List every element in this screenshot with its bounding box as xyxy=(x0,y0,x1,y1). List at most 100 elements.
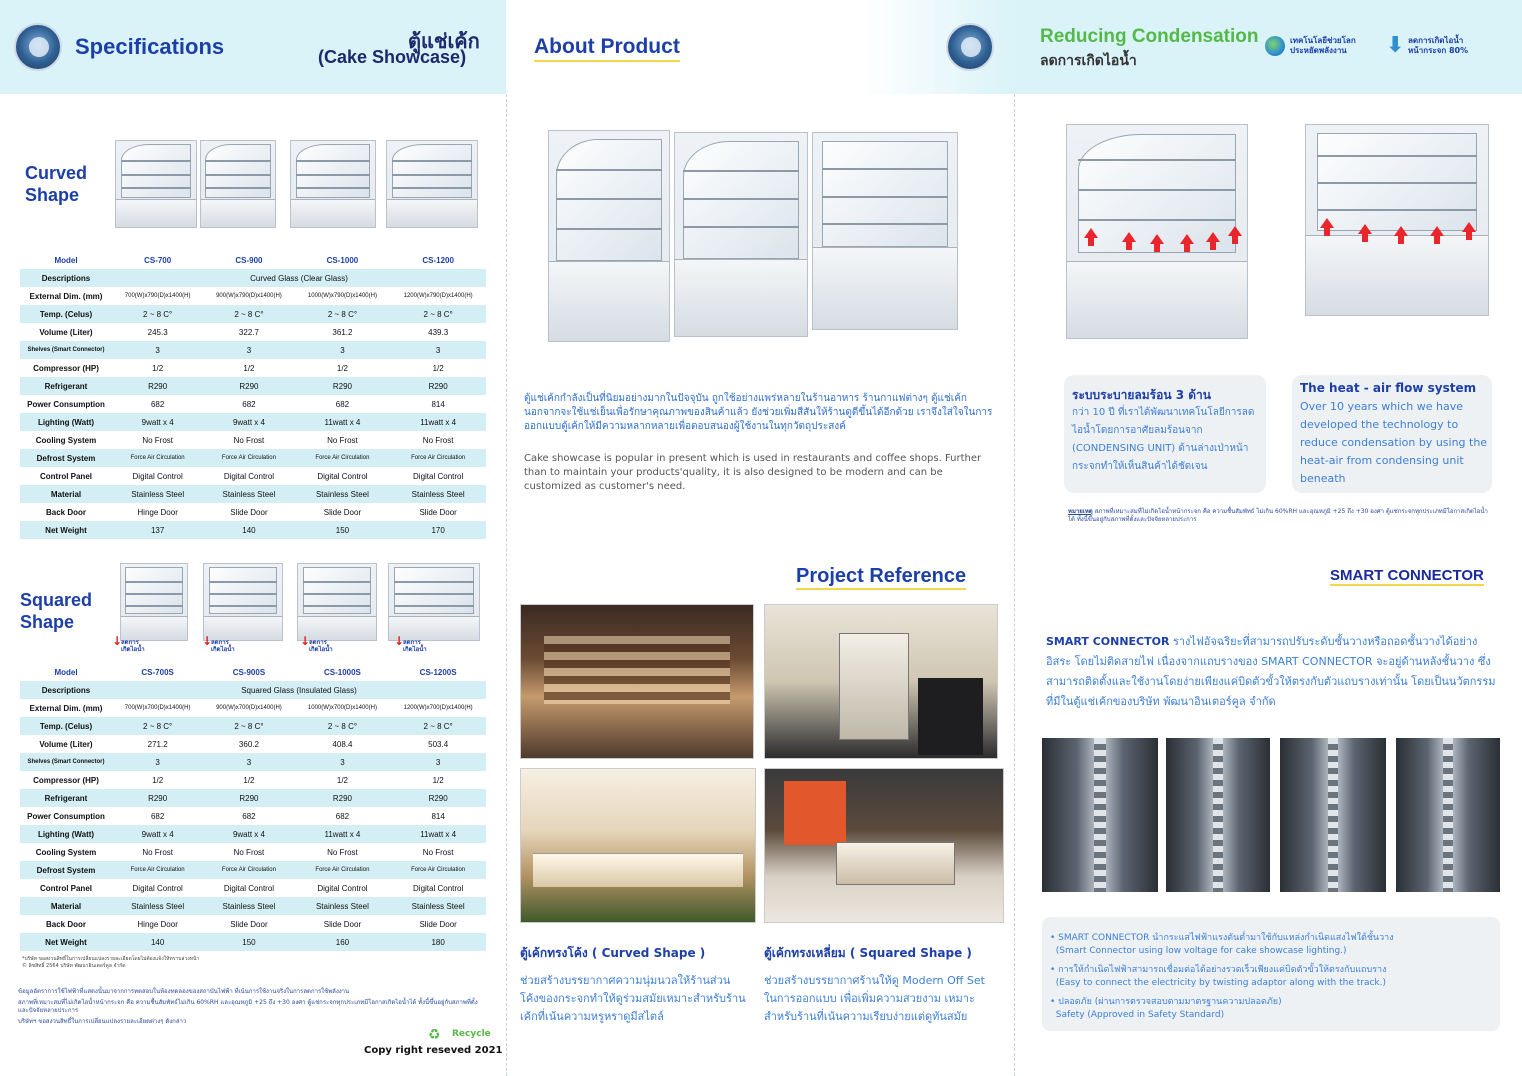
table-cell: Digital Control xyxy=(112,879,204,897)
curved-spec-table: Model CS-700 CS-900 CS-1000 CS-1200 Desc… xyxy=(20,251,486,539)
table-cell: Stainless Steel xyxy=(112,897,204,915)
table-cell: Slide Door xyxy=(203,503,295,521)
table-cell: 2 ~ 8 C° xyxy=(294,717,391,735)
smart-connector-photo xyxy=(1166,738,1270,892)
table-cell: 140 xyxy=(203,521,295,539)
table-cell: 3 xyxy=(203,753,295,771)
panel-divider xyxy=(1014,94,1015,1076)
airflow-arrow-icon xyxy=(1122,232,1136,250)
row-label: Cooling System xyxy=(20,431,112,449)
table-cell: 700(W)x700(D)x1400(H) xyxy=(112,699,204,717)
row-label: Cooling System xyxy=(20,843,112,861)
pataka-logo xyxy=(14,23,62,71)
table-cell: 3 xyxy=(203,341,295,359)
bullet-notes: ข้อมูลอัตราการใช้ไฟฟ้าที่แสดงนั้นมาจากกา… xyxy=(18,988,478,1025)
recycle-icon: ♻ xyxy=(428,1027,441,1043)
row-label: Descriptions xyxy=(20,269,112,287)
table-cell: 150 xyxy=(203,933,295,951)
table-cell: Digital Control xyxy=(203,879,295,897)
panel-divider xyxy=(506,94,507,1076)
row-label: Shelves (Smart Connector) xyxy=(20,341,112,359)
project-reference-title: Project Reference xyxy=(796,565,967,590)
table-cell: 1/2 xyxy=(203,771,295,789)
table-cell: 1/2 xyxy=(390,771,486,789)
row-label: Control Panel xyxy=(20,879,112,897)
table-cell: Stainless Steel xyxy=(112,485,204,503)
row-label: Lighting (Watt) xyxy=(20,413,112,431)
table-cell: 1/2 xyxy=(112,359,204,377)
condensation-badge: ลดการเกิดไอน้ำหน้ากระจก 80% xyxy=(1408,36,1469,55)
remark-note: หมายเหตุ สภาพที่เหมาะสมที่ไม่เกิดไอน้ำหน… xyxy=(1068,508,1488,523)
table-cell: No Frost xyxy=(112,431,204,449)
table-cell: 682 xyxy=(112,395,204,413)
feature-item: • ปลอดภัย (ผ่านการตรวจสอบตามมาตรฐานความป… xyxy=(1050,997,1282,1020)
table-cell: Digital Control xyxy=(390,879,486,897)
table-cell: 2 ~ 8 C° xyxy=(112,717,204,735)
table-cell: Stainless Steel xyxy=(390,897,486,915)
product-photo-curved-large xyxy=(674,132,808,337)
airflow-arrow-icon xyxy=(1430,226,1444,244)
airflow-arrow-icon xyxy=(1206,232,1220,250)
squared-case-thumb xyxy=(297,563,377,641)
table-cell: 11watt x 4 xyxy=(390,413,486,431)
table-cell: 682 xyxy=(112,807,204,825)
table-cell: 1/2 xyxy=(390,359,486,377)
airflow-arrow-icon xyxy=(1228,226,1242,244)
table-cell: Force Air Circulation xyxy=(203,861,295,879)
row-label: Lighting (Watt) xyxy=(20,825,112,843)
airflow-box-en-body: Over 10 years which we have developed th… xyxy=(1300,400,1488,485)
table-cell: Force Air Circulation xyxy=(294,861,391,879)
table-cell: 11watt x 4 xyxy=(390,825,486,843)
row-label: Back Door xyxy=(20,503,112,521)
row-label: Shelves (Smart Connector) xyxy=(20,753,112,771)
airflow-box-en-head: The heat - air flow system xyxy=(1300,381,1477,395)
table-cell: 1/2 xyxy=(294,359,391,377)
table-cell: 1/2 xyxy=(112,771,204,789)
table-cell: R290 xyxy=(112,377,204,395)
table-cell: 3 xyxy=(390,341,486,359)
table-row: External Dim. (mm)700(W)x700(D)x1400(H)9… xyxy=(20,699,486,717)
table-cell: R290 xyxy=(203,789,295,807)
table-cell: 1000(W)x700(D)x1400(H) xyxy=(294,699,391,717)
airflow-arrow-icon xyxy=(1358,224,1372,242)
eco-badge: เทคโนโลยีช่วยโลกประหยัดพลังงาน xyxy=(1290,36,1356,55)
features-list: • SMART CONNECTOR นำกระแสไฟฟ้าแรงดันต่ำม… xyxy=(1050,932,1494,1022)
row-label: Power Consumption xyxy=(20,395,112,413)
table-cell: 2 ~ 8 C° xyxy=(294,305,391,323)
table-cell: 150 xyxy=(294,521,391,539)
table-cell: 900(W)x790(D)x1400(H) xyxy=(203,287,295,305)
squared-caption-head: ตู้เค้กทรงเหลี่ยม ( Squared Shape ) xyxy=(764,946,972,960)
project-photo-curved-counter xyxy=(520,768,756,923)
table-cell: 682 xyxy=(294,395,391,413)
smart-connector-photo xyxy=(1042,738,1158,892)
squared-case-thumb xyxy=(120,563,188,641)
row-description: Squared Glass (Insulated Glass) xyxy=(112,681,486,699)
table-row: Model CS-700 CS-900 CS-1000 CS-1200 xyxy=(20,251,486,269)
curved-case-thumb xyxy=(386,140,478,228)
table-cell: 360.2 xyxy=(203,735,295,753)
table-cell: Digital Control xyxy=(203,467,295,485)
table-cell: No Frost xyxy=(390,431,486,449)
product-photo-squared xyxy=(812,132,958,330)
smart-connector-photo xyxy=(1280,738,1386,892)
table-cell: 322.7 xyxy=(203,323,295,341)
table-cell: 9watt x 4 xyxy=(112,413,204,431)
squared-case-thumb xyxy=(203,563,283,641)
table-cell: Slide Door xyxy=(390,503,486,521)
table-cell: Stainless Steel xyxy=(203,485,295,503)
table-cell: R290 xyxy=(294,789,391,807)
table-cell: 503.4 xyxy=(390,735,486,753)
row-label: Compressor (HP) xyxy=(20,359,112,377)
specs-title-th: ตู้แช่เค้ก xyxy=(408,31,480,53)
curved-caption-body: ช่วยสร้างบรรยากาศความนุ่มนวลให้ร้านส่วนโ… xyxy=(520,974,746,1023)
table-cell: 160 xyxy=(294,933,391,951)
row-label: Volume (Liter) xyxy=(20,323,112,341)
